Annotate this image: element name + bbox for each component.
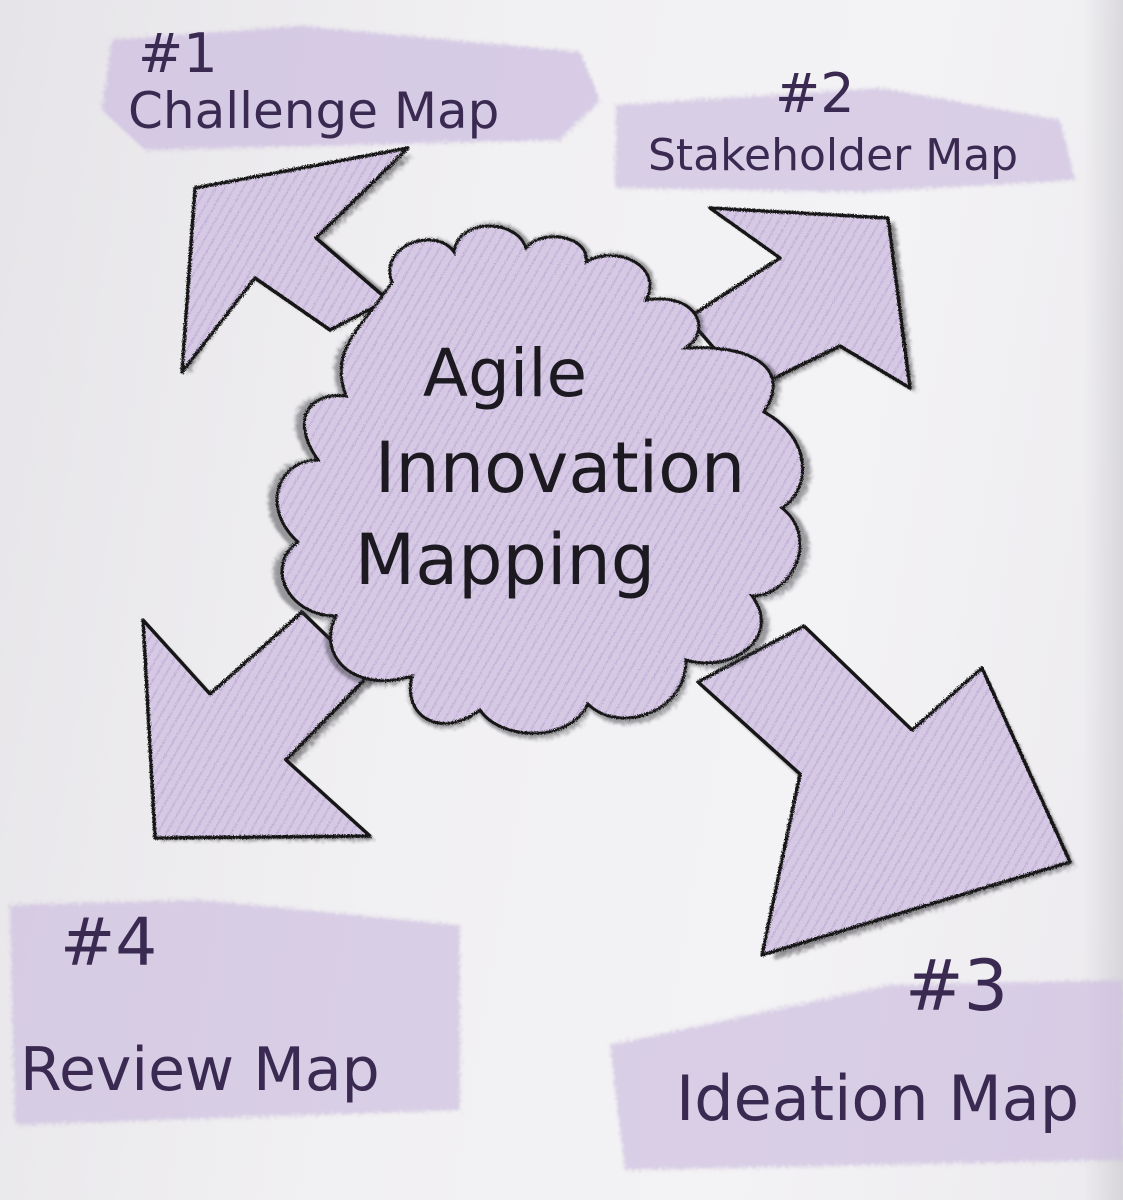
center-cloud <box>275 224 805 735</box>
map-label-1: #1 Challenge Map <box>128 22 499 140</box>
center-title-line1: Agile <box>423 335 587 412</box>
center-title-line2: Innovation <box>375 427 746 509</box>
center-title: Agile Innovation Mapping <box>355 335 746 601</box>
highlight-4 <box>10 900 460 1125</box>
highlight-2 <box>615 88 1075 192</box>
map-4-number: #4 <box>60 904 157 981</box>
map-label-2: #2 Stakeholder Map <box>648 62 1018 181</box>
map-3-number: #3 <box>905 945 1008 1027</box>
arrow-se <box>696 624 1072 957</box>
map-4-label: Review Map <box>20 1035 380 1105</box>
arrow-sw <box>141 610 372 840</box>
center-title-line3: Mapping <box>355 519 655 601</box>
map-1-label: Challenge Map <box>128 82 499 140</box>
map-2-number: #2 <box>775 62 855 125</box>
map-2-label: Stakeholder Map <box>648 130 1018 181</box>
arrow-nw <box>180 146 410 374</box>
map-3-label: Ideation Map <box>676 1062 1079 1135</box>
label-highlights <box>10 26 1123 1170</box>
map-label-3: #3 Ideation Map <box>676 945 1079 1135</box>
arrows <box>141 146 1072 957</box>
highlight-1 <box>102 26 600 150</box>
highlight-3 <box>610 980 1123 1170</box>
map-1-number: #1 <box>138 22 218 85</box>
map-label-4: #4 Review Map <box>20 904 380 1105</box>
